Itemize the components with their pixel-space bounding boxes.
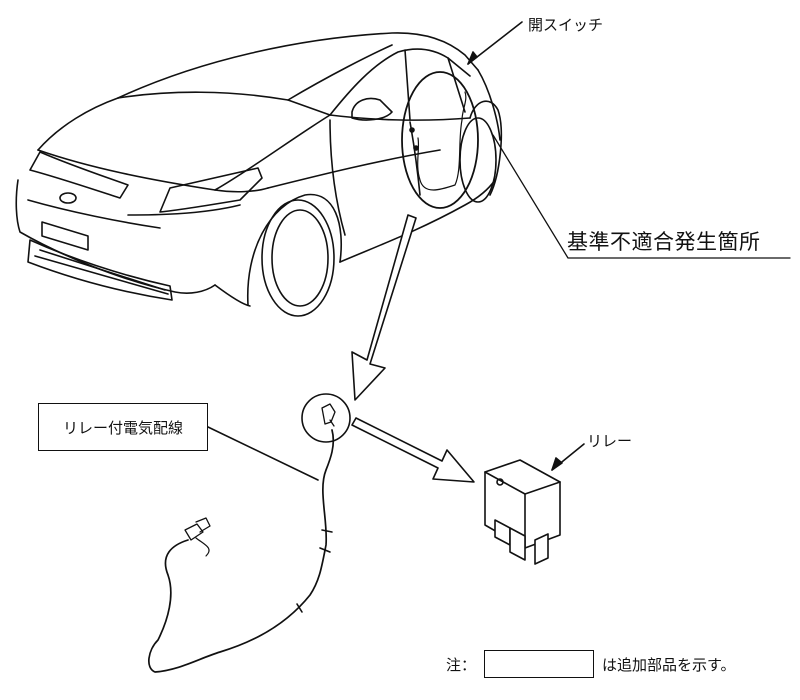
legend-note: 注： は追加部品を示す。 [446,650,736,678]
note-prefix: 注： [446,655,477,674]
wiring-harness [148,429,335,673]
relay-component [484,459,561,565]
arrow-down [351,214,417,401]
label-relay-wiring-box: リレー付電気配線 [38,403,208,451]
label-open-switch: 開スイッチ [528,16,604,34]
label-relay: リレー [587,432,633,450]
label-relay-wiring: リレー付電気配線 [62,418,183,437]
leader-nonconformity [492,134,791,259]
connection-circle [301,393,351,443]
car-illustration [15,32,503,317]
arrow-to-relay [351,417,475,483]
legend-box [484,650,595,678]
label-nonconformity-location: 基準不適合発生箇所 [567,230,761,254]
leader-relay-wiring [207,426,319,481]
note-suffix: は追加部品を示す。 [602,655,736,674]
